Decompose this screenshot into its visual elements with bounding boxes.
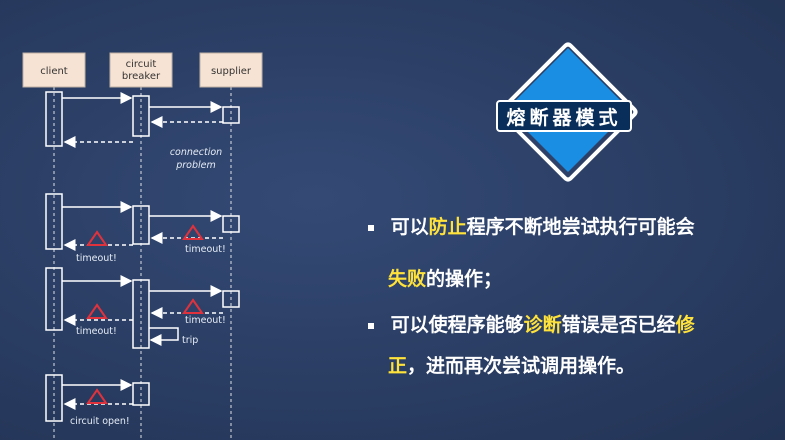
actor-supplier-label: supplier	[211, 66, 252, 77]
text-run: 程序不断地尝试执行可能会	[466, 216, 695, 238]
badge-title: 熔断器模式	[496, 100, 632, 132]
client-activation-2	[45, 193, 63, 250]
warning-icon	[86, 388, 108, 404]
text-run: 错误是否已经	[561, 314, 676, 336]
highlight-text: 防止	[428, 216, 467, 238]
bullet-2-line-2: 正，进而再次尝试调用操作。	[388, 351, 635, 378]
supplier-activation-1	[222, 106, 240, 124]
client-activation-1	[45, 91, 63, 147]
bullet-1-line-2: 失败的操作；	[388, 264, 502, 291]
highlight-text: 正	[388, 355, 408, 377]
actor-breaker-label-1: circuit	[126, 59, 157, 70]
warning-icon	[182, 298, 204, 314]
note-timeout: timeout!	[76, 326, 117, 337]
warning-icon	[182, 224, 204, 240]
msg-trip-loop	[149, 327, 179, 346]
note-trip: trip	[182, 335, 198, 346]
actor-supplier-box	[199, 52, 263, 88]
client-activation-3	[45, 267, 63, 331]
breaker-activation-3	[132, 279, 150, 349]
note-timeout: timeout!	[76, 253, 117, 264]
sequence-diagram: client circuit breaker supplier	[22, 52, 263, 440]
client-activation-4	[45, 374, 63, 422]
note-circuit-open: circuit open!	[70, 416, 130, 427]
actor-client-label: client	[40, 66, 68, 77]
supplier-activation-3	[222, 290, 240, 308]
bullet-2-line-1: 可以使程序能够诊断错误是否已经修	[368, 310, 695, 337]
note-problem: problem	[175, 160, 216, 171]
note-timeout: timeout!	[185, 244, 226, 255]
supplier-activation-2	[222, 215, 240, 233]
bullet-1-line-1: 可以防止程序不断地尝试执行可能会	[368, 212, 695, 239]
highlight-text: 诊断	[523, 314, 562, 336]
bullet-dot-icon	[368, 322, 374, 329]
breaker-activation-4	[132, 382, 150, 406]
text-run: ，进而再次尝试调用操作。	[407, 355, 636, 377]
breaker-activation-1	[132, 95, 150, 137]
actor-client-box	[22, 52, 86, 88]
text-run: 可以	[390, 216, 429, 238]
highlight-text: 修	[675, 314, 695, 336]
breaker-activation-2	[132, 205, 150, 245]
note-connection: connection	[170, 147, 222, 158]
bullet-dot-icon	[368, 224, 374, 231]
text-run: 的操作；	[426, 268, 503, 290]
warning-icon	[86, 230, 108, 246]
warning-icon	[86, 303, 108, 319]
highlight-text: 失败	[388, 268, 427, 290]
note-timeout: timeout!	[185, 315, 226, 326]
text-run: 可以使程序能够	[390, 314, 524, 336]
actor-breaker-label-2: breaker	[122, 71, 161, 82]
actor-breaker-box	[109, 52, 173, 88]
